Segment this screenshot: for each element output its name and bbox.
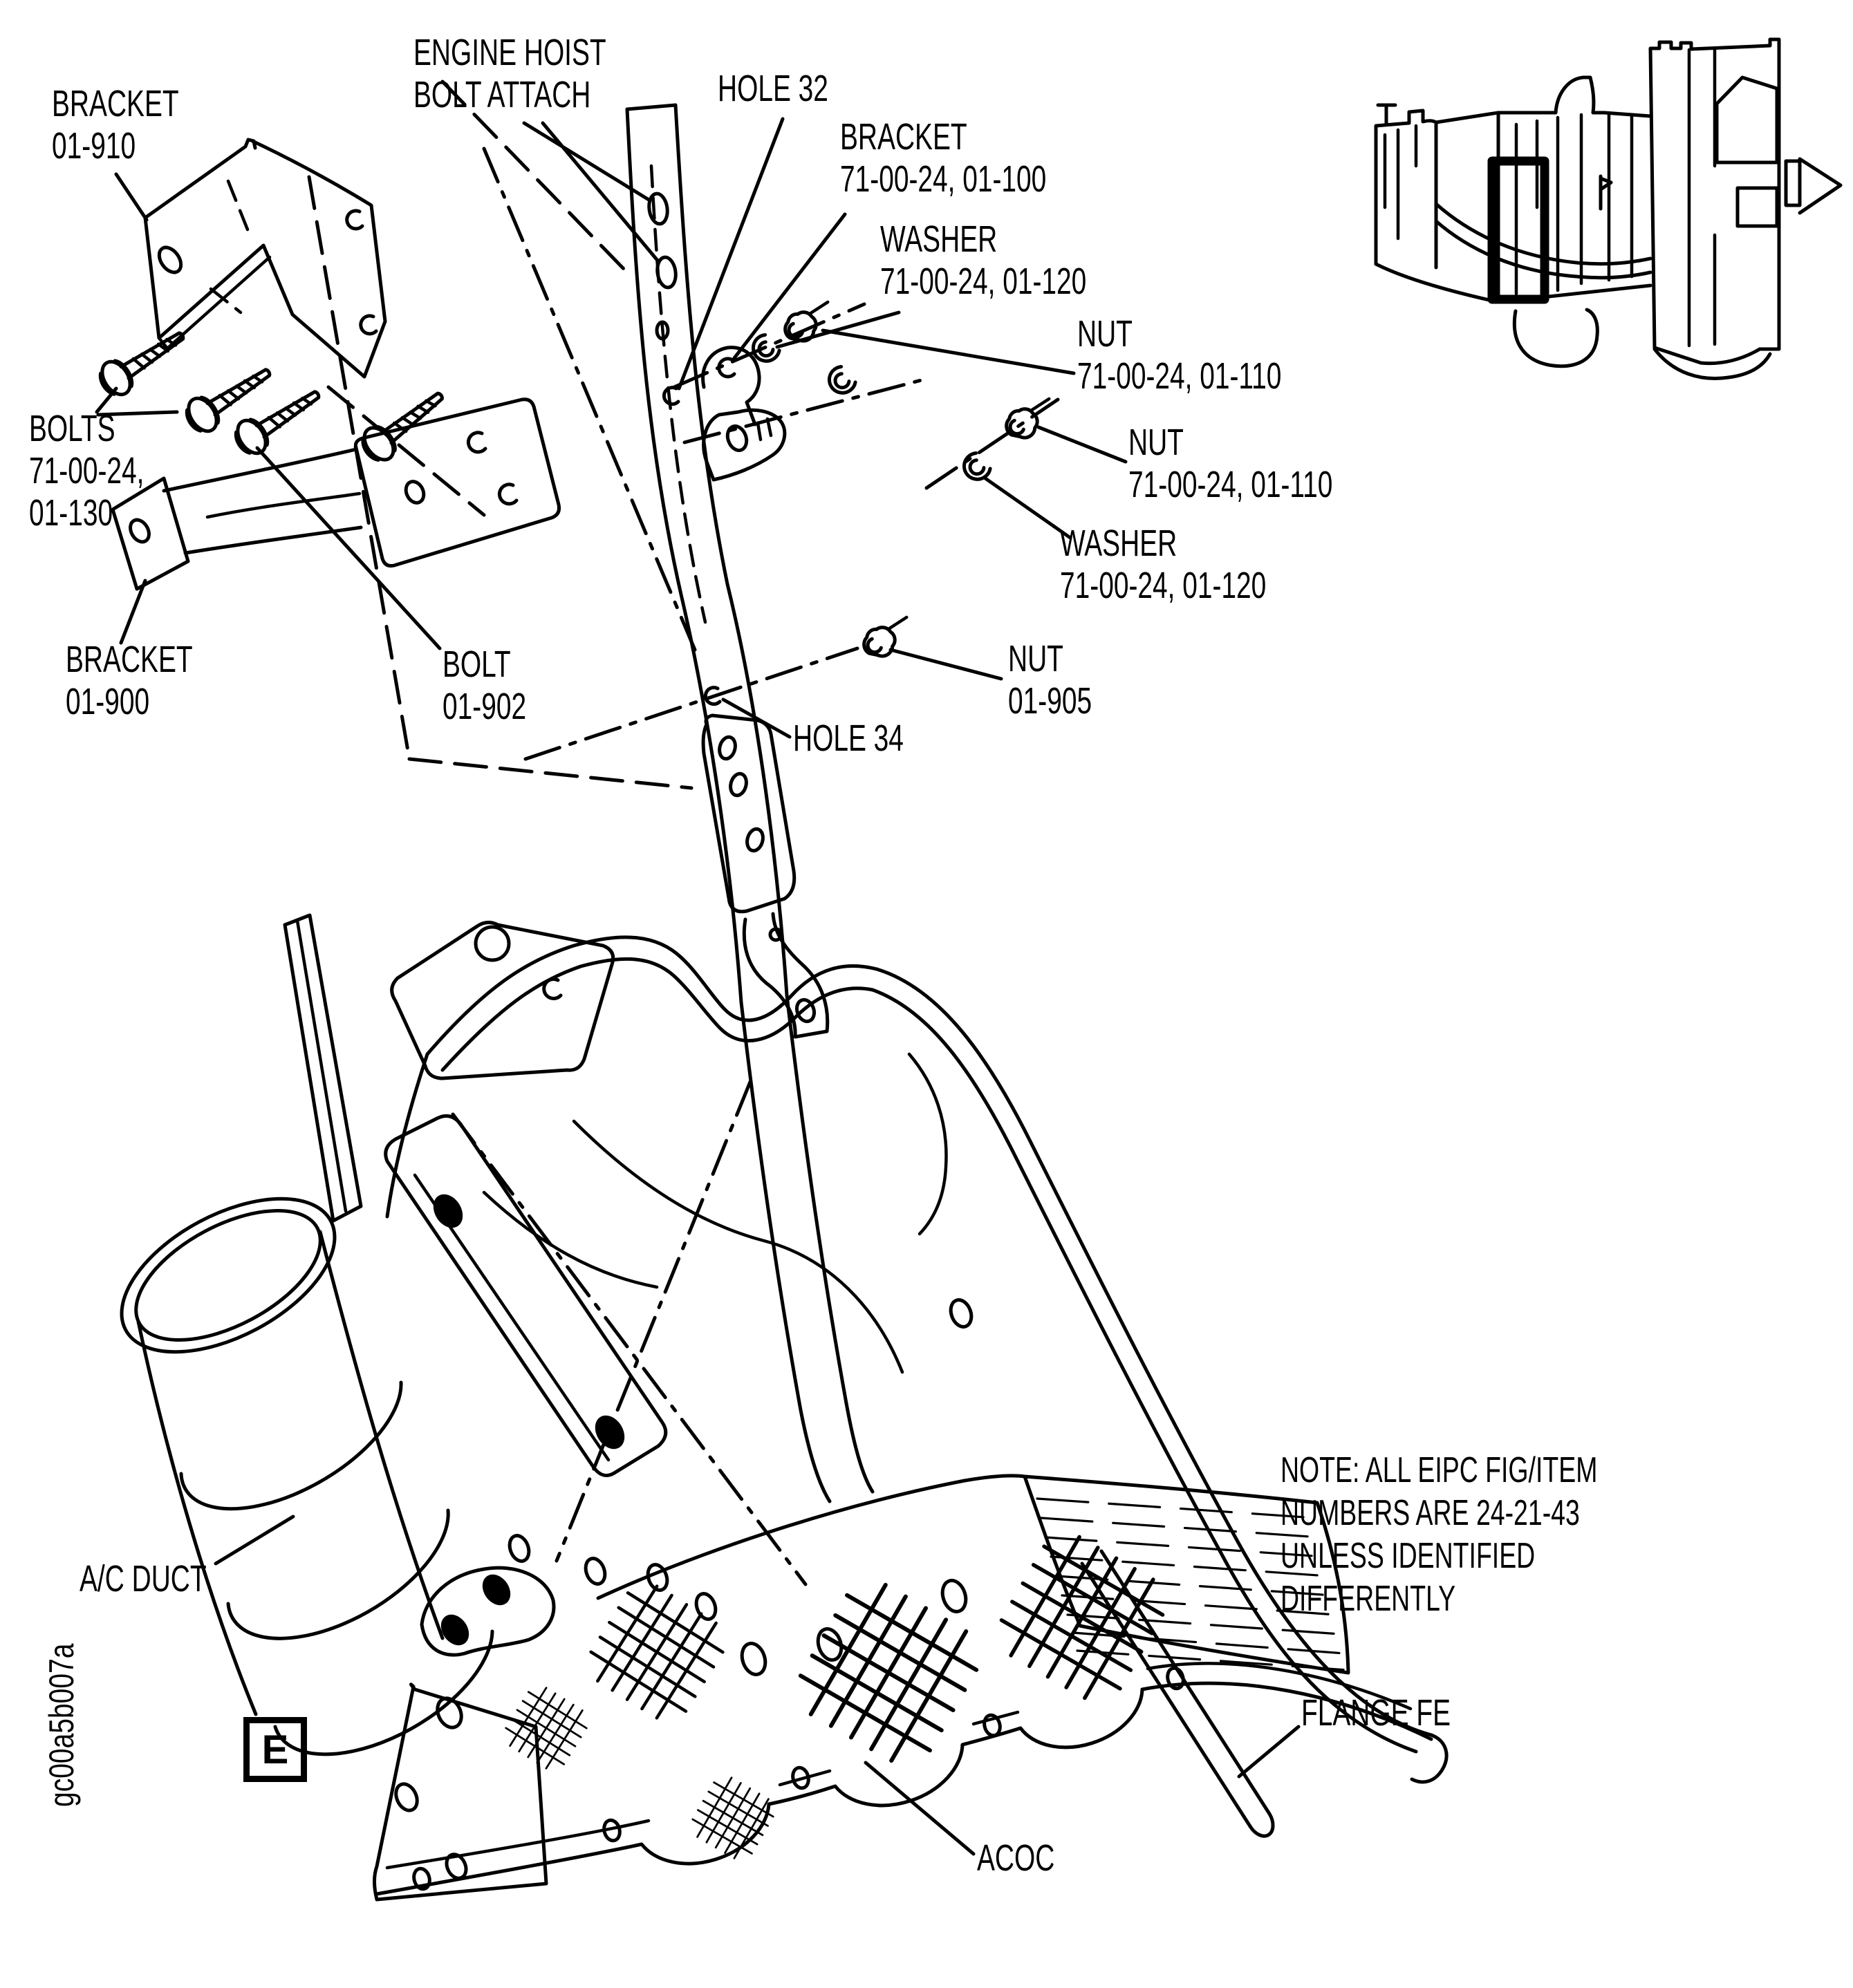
washer-nut-icons — [748, 295, 1061, 663]
detail-marker-box: E — [243, 1717, 307, 1782]
bolt-01-902-label: BOLT 01-902 — [443, 644, 527, 727]
hole-32 — [662, 386, 680, 406]
engine-hoist-bolt-attach-label: ENGINE HOIST BOLT ATTACH — [413, 32, 606, 115]
nut-top-label: NUT 71-00-24, 01-110 — [1077, 313, 1282, 397]
ac-duct-drawing — [120, 913, 1449, 1784]
hole-34 — [703, 686, 722, 706]
ac-duct-label: A/C DUCT — [80, 1558, 207, 1600]
acoc-label: ACOC — [977, 1837, 1055, 1879]
bolts-01-130-label: BOLTS 71-00-24, 01-130 — [29, 408, 145, 534]
washer-top-label: WASHER 71-00-24, 01-120 — [880, 218, 1087, 302]
acoc-drawing — [373, 1474, 1433, 1902]
flange-fe-label: FLANGE FE — [1301, 1692, 1451, 1734]
nut-icon — [780, 295, 839, 348]
bracket-01-900-label: BRACKET 01-900 — [66, 639, 193, 722]
detail-marker-letter: E — [261, 1727, 289, 1772]
engine-location-thumbnail — [1374, 37, 1843, 380]
hole-32-label: HOLE 32 — [718, 68, 828, 109]
centerline-axes — [451, 147, 1060, 1586]
bolt-icon — [356, 381, 452, 467]
hole-34-label: HOLE 34 — [793, 718, 904, 759]
nut-01-905-label: NUT 01-905 — [1008, 638, 1092, 722]
flange-fe-tube-drawing — [1080, 1549, 1275, 1838]
bracket-01-910-label: BRACKET 01-910 — [52, 83, 179, 167]
washer-mid-label: WASHER 71-00-24, 01-120 — [1060, 523, 1267, 606]
washer-icon — [824, 364, 857, 398]
leader-lines — [95, 117, 1301, 1856]
nut-mid-label: NUT 71-00-24, 01-110 — [1128, 422, 1333, 505]
eipc-note: NOTE: ALL EIPC FIG/ITEM NUMBERS ARE 24-2… — [1281, 1450, 1598, 1619]
nut-icon — [1001, 392, 1061, 444]
frame-channel-drawing — [625, 103, 830, 1039]
bolt-icon — [94, 320, 192, 401]
bracket-01-900-drawing — [111, 397, 561, 591]
figure-code: gc00a5b007a — [42, 1643, 81, 1807]
bracket-01-100-label: BRACKET 71-00-24, 01-100 — [840, 116, 1047, 200]
bracket-01-100-drawing — [701, 346, 787, 482]
highlight-box — [1487, 156, 1549, 304]
bolt-icon — [180, 357, 279, 438]
